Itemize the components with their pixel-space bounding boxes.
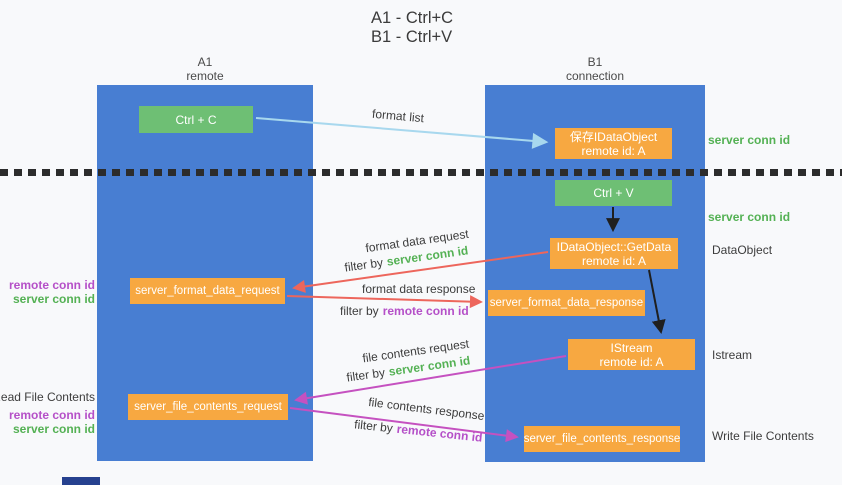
annotation-server-conn-id-top: server conn id [708,133,791,147]
node-ctrl-v: Ctrl + V [555,180,672,206]
filter-by-text: filter by [340,304,379,318]
node-ctrl-c-label: Ctrl + C [175,112,217,127]
node-server-file-contents-response: server_file_contents_response [524,426,680,452]
column-a1-subtitle: remote [186,69,224,83]
title-line-1: A1 - Ctrl+C [371,9,454,27]
node-istream: IStream remote id: A [568,339,695,370]
annotation-remote-conn-id: remote conn id [8,408,95,422]
node-file-request-label: server_file_contents_request [134,401,282,413]
annotation-dataobject: DataObject [712,243,773,257]
annotation-group-file-request: Read File Contents remote conn id server… [0,390,95,436]
column-header-a1: A1 remote [97,55,313,83]
format-data-response-arrow [286,295,483,309]
annotation-server-conn-id-mid: server conn id [708,210,791,224]
node-format-response-label: server_format_data_response [489,297,644,309]
node-save-idataobject-line1: 保存IDataObject [569,129,658,144]
column-a1-name: A1 [197,55,213,69]
node-server-format-data-response: server_format_data_response [488,290,645,316]
diagram-title: A1 - Ctrl+C B1 - Ctrl+V [371,9,453,47]
node-save-idataobject: 保存IDataObject remote id: A [555,128,672,159]
annotation-istream: Istream [712,348,753,362]
annotation-write-file-contents: Write File Contents [712,429,814,443]
dashed-divider [0,169,842,176]
node-save-idataobject-line2: remote id: A [581,143,646,158]
node-istream-line2: remote id: A [599,354,664,369]
bottom-left-bar [62,477,100,485]
arrow-label-format-data-response: format data response [362,282,476,296]
node-getdata-line1: IDataObject::GetData [556,239,672,254]
node-server-file-contents-request: server_file_contents_request [128,394,288,420]
node-ctrl-c: Ctrl + C [139,106,253,133]
arrow-label-format-list: format list [371,106,425,126]
column-header-b1: B1 connection [485,55,705,83]
annotation-server-conn-id: server conn id [12,292,95,306]
annotation-group-format-request: remote conn id server conn id [9,278,95,306]
arrow-label-file-contents-response: file contents response [367,394,486,424]
filter-by-text: filter by [353,417,394,436]
remote-conn-id-text: remote conn id [396,421,484,445]
annotation-remote-conn-id: remote conn id [8,278,95,292]
column-b1-name: B1 [587,55,603,69]
node-istream-line1: IStream [610,340,653,355]
node-getdata-line2: remote id: A [581,253,647,268]
node-server-format-data-request: server_format_data_request [130,278,285,304]
title-line-2: B1 - Ctrl+V [371,28,453,46]
node-idataobject-getdata: IDataObject::GetData remote id: A [550,238,678,269]
node-file-response-label: server_file_contents_response [523,433,681,445]
annotation-server-conn-id: server conn id [12,422,95,436]
remote-conn-id-text: remote conn id [382,304,469,318]
node-ctrl-v-label: Ctrl + V [593,186,634,200]
filter-by-text: filter by [345,365,386,385]
filter-by-text: filter by [343,255,384,275]
annotation-read-file-contents: Read File Contents [0,390,95,404]
column-b1-subtitle: connection [565,69,625,83]
node-format-request-label: server_format_data_request [135,285,280,297]
